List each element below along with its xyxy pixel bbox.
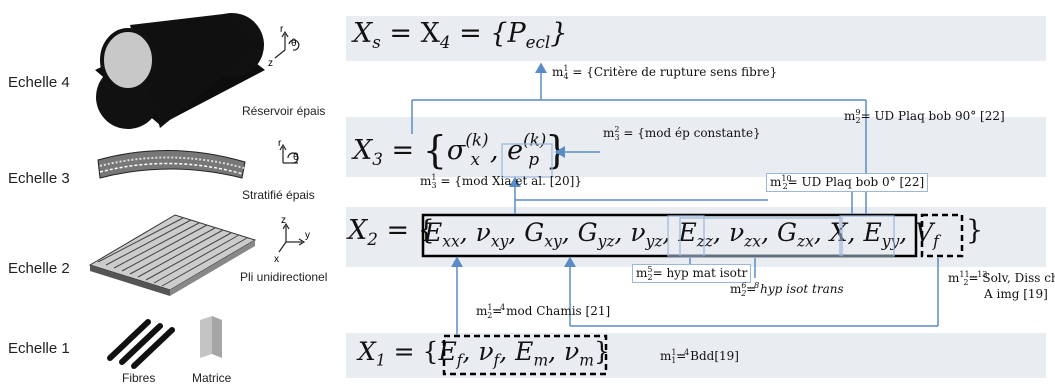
- vf-dashed-box: [920, 213, 964, 258]
- annotation-m2-6-8: m6...82= hyp isot trans: [730, 281, 844, 299]
- scale-4-label: Echelle 4: [8, 74, 70, 91]
- annotation-m1-1-4: m1...41= Bdd[19]: [660, 348, 739, 366]
- annotation-m2-9: m92= UD Plaq bob 90° [22]: [844, 108, 1005, 126]
- annotation-m4-1: m14 = {Critère de rupture sens fibre}: [552, 64, 778, 82]
- x2-terms: Exx, νxy, Gxy, Gyz, νyz, Ezz, νzx, Gzx, …: [424, 218, 939, 251]
- annotation-m2-5: m52= hyp mat isotr: [632, 264, 752, 284]
- xs-equation: Xs = X4 = {Pecl}: [353, 18, 568, 52]
- x3-equation: X3 = {σ(k)x, e(k)p}: [353, 128, 570, 172]
- svg-text:y: y: [305, 230, 310, 241]
- scale-1-label: Echelle 1: [8, 340, 70, 357]
- matrix-illustration: [200, 316, 222, 358]
- xs-band: [346, 16, 1046, 61]
- axis-r-4: r: [280, 24, 284, 35]
- laminate-caption: Stratifié épais: [242, 188, 315, 202]
- annotation-m3-1: m13 = {mod Xia et al. [20]}: [420, 173, 582, 191]
- fibres-caption: Fibres: [122, 371, 156, 385]
- svg-text:x: x: [274, 254, 279, 265]
- svg-text:θ: θ: [293, 152, 299, 163]
- tank-illustration: [95, 12, 265, 129]
- x1-dashed-box: [442, 334, 608, 376]
- annotation-m2-11-13: m11...132= Solv, Diss ch,A img [19]: [948, 270, 1055, 302]
- scale-2-label: Echelle 2: [8, 260, 70, 277]
- svg-text:θ: θ: [291, 38, 297, 49]
- laminate-illustration: [97, 149, 246, 179]
- svg-text:r: r: [278, 138, 282, 149]
- x2-closing: }: [966, 215, 984, 246]
- scale-3-label: Echelle 3: [8, 170, 70, 187]
- ply-caption: Pli unidirectionel: [240, 270, 328, 284]
- x2-equation: X2 = {: [348, 215, 435, 249]
- annotation-m2-10: m102= UD Plaq bob 0° [22]: [766, 173, 929, 193]
- fibres-illustration: [107, 319, 175, 369]
- x3-band: [346, 117, 1046, 177]
- x1-equation: X1 = {Ef, νf, Em, νm}: [358, 337, 610, 370]
- svg-text:z: z: [268, 58, 273, 69]
- matrix-caption: Matrice: [192, 371, 232, 385]
- ply-illustration: [88, 214, 257, 296]
- annotation-m2-1-4: m1...42= mod Chamis [21]: [476, 303, 611, 321]
- tank-caption: Réservoir épais: [242, 104, 326, 118]
- x1-band: [346, 333, 1046, 378]
- svg-text:z: z: [281, 215, 286, 226]
- annotation-m3-2: m23 = {mod ép constante}: [603, 125, 761, 143]
